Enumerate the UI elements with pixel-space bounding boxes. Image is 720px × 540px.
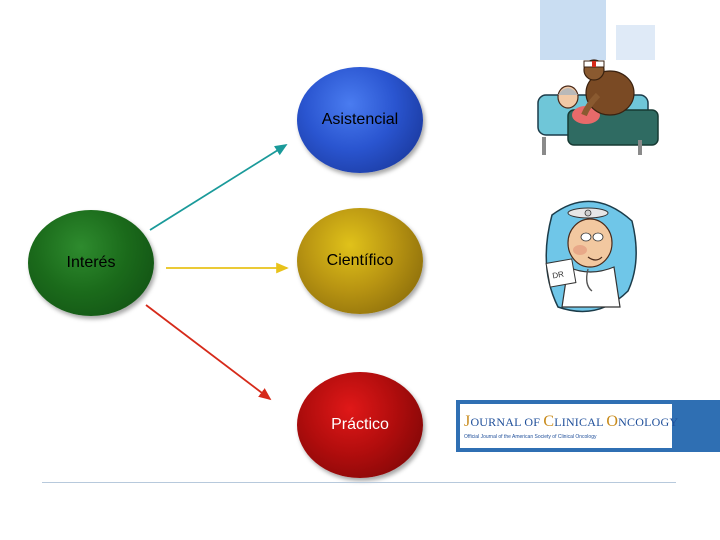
- journal-title-initial-c: C: [543, 412, 555, 430]
- journal-logo: JOURNAL OF CLINICAL ONCOLOGY Official Jo…: [460, 404, 678, 448]
- node-cientifico: Científico: [297, 208, 423, 314]
- node-practico-label: Práctico: [331, 416, 389, 433]
- journal-subtitle: Official Journal of the American Society…: [464, 433, 597, 440]
- node-asistencial-label: Asistencial: [321, 111, 399, 128]
- journal-title: JOURNAL OF CLINICAL ONCOLOGY: [464, 412, 678, 431]
- journal-title-part-1: OURNAL OF: [470, 414, 544, 429]
- arrow-to-asistencial: [149, 144, 288, 231]
- doctor-clipart: DR: [545, 200, 637, 313]
- node-interes-label: Interés: [66, 254, 116, 271]
- node-asistencial: Asistencial: [297, 67, 423, 173]
- corner-decoration-white: [606, 0, 658, 25]
- corner-decoration-light: [616, 25, 655, 60]
- bottom-divider: [42, 482, 676, 483]
- corner-decoration-gap: [606, 0, 616, 60]
- nurse-patient-clipart: [537, 59, 659, 155]
- svg-text:DR: DR: [552, 270, 565, 281]
- journal-title-initial-j: J: [464, 412, 471, 430]
- node-practico: Práctico: [297, 372, 423, 478]
- node-cientifico-label: Científico: [326, 252, 394, 269]
- journal-logo-banner: JOURNAL OF CLINICAL ONCOLOGY Official Jo…: [456, 400, 720, 452]
- arrow-to-practico: [145, 304, 272, 401]
- node-interes: Interés: [28, 210, 154, 316]
- corner-decoration: [540, 0, 606, 60]
- journal-title-initial-o: O: [606, 412, 619, 430]
- journal-title-part-3: NCOLOGY: [618, 414, 679, 429]
- journal-title-part-2: LINICAL: [554, 414, 607, 429]
